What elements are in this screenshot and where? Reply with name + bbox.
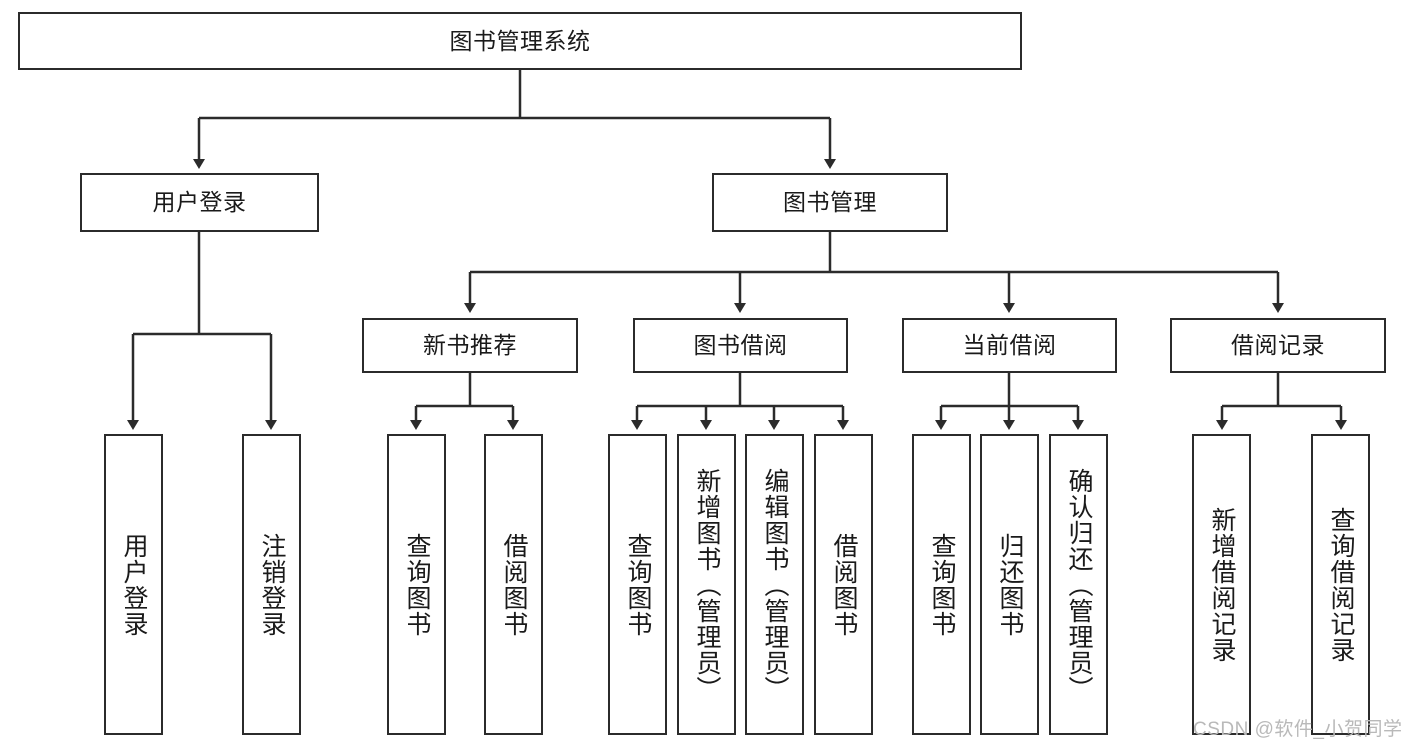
node-leaf-user-login-label: 用户登录 — [120, 532, 148, 637]
node-leaf-return-book[interactable]: 归还图书 — [980, 434, 1039, 735]
node-leaf-user-login[interactable]: 用户登录 — [104, 434, 163, 735]
node-leaf-edit-book[interactable]: 编辑图书（管理员） — [745, 434, 804, 735]
node-leaf-add-record[interactable]: 新增借阅记录 — [1192, 434, 1251, 735]
node-leaf-query-record-label: 查询借阅记录 — [1327, 506, 1355, 663]
node-leaf-borrow-book-1[interactable]: 借阅图书 — [484, 434, 543, 735]
node-user-login-label: 用户登录 — [152, 189, 247, 216]
node-leaf-borrow-book-2-label: 借阅图书 — [830, 532, 858, 637]
node-book-management[interactable]: 图书管理 — [712, 173, 948, 232]
node-leaf-query-book-1[interactable]: 查询图书 — [387, 434, 446, 735]
node-borrow-record[interactable]: 借阅记录 — [1170, 318, 1386, 373]
node-leaf-query-record[interactable]: 查询借阅记录 — [1311, 434, 1370, 735]
node-user-login[interactable]: 用户登录 — [80, 173, 319, 232]
node-leaf-add-book-label: 新增图书（管理员） — [693, 467, 721, 702]
node-book-borrow-label: 图书借阅 — [693, 332, 788, 359]
node-leaf-edit-book-label: 编辑图书（管理员） — [761, 467, 789, 702]
node-leaf-borrow-book-2[interactable]: 借阅图书 — [814, 434, 873, 735]
node-leaf-query-book-3[interactable]: 查询图书 — [912, 434, 971, 735]
node-leaf-confirm-return[interactable]: 确认归还（管理员） — [1049, 434, 1108, 735]
node-leaf-query-book-2[interactable]: 查询图书 — [608, 434, 667, 735]
node-new-book-recommend[interactable]: 新书推荐 — [362, 318, 578, 373]
node-root[interactable]: 图书管理系统 — [18, 12, 1022, 70]
node-root-label: 图书管理系统 — [449, 27, 591, 54]
node-leaf-add-record-label: 新增借阅记录 — [1208, 506, 1236, 663]
watermark: CSDN @软件_小贺同学 — [1193, 719, 1403, 740]
node-leaf-add-book[interactable]: 新增图书（管理员） — [677, 434, 736, 735]
node-leaf-query-book-3-label: 查询图书 — [928, 532, 956, 637]
node-leaf-logout-label: 注销登录 — [258, 532, 286, 637]
node-book-management-label: 图书管理 — [783, 189, 877, 216]
node-leaf-query-book-2-label: 查询图书 — [624, 532, 652, 637]
node-leaf-borrow-book-1-label: 借阅图书 — [500, 532, 528, 637]
node-current-borrow-label: 当前借阅 — [962, 332, 1057, 359]
node-leaf-query-book-1-label: 查询图书 — [403, 532, 431, 637]
node-new-book-recommend-label: 新书推荐 — [423, 332, 517, 359]
node-current-borrow[interactable]: 当前借阅 — [902, 318, 1117, 373]
node-leaf-confirm-return-label: 确认归还（管理员） — [1065, 467, 1093, 702]
node-leaf-return-book-label: 归还图书 — [996, 532, 1024, 637]
node-leaf-logout[interactable]: 注销登录 — [242, 434, 301, 735]
node-book-borrow[interactable]: 图书借阅 — [633, 318, 848, 373]
node-borrow-record-label: 借阅记录 — [1231, 332, 1325, 359]
